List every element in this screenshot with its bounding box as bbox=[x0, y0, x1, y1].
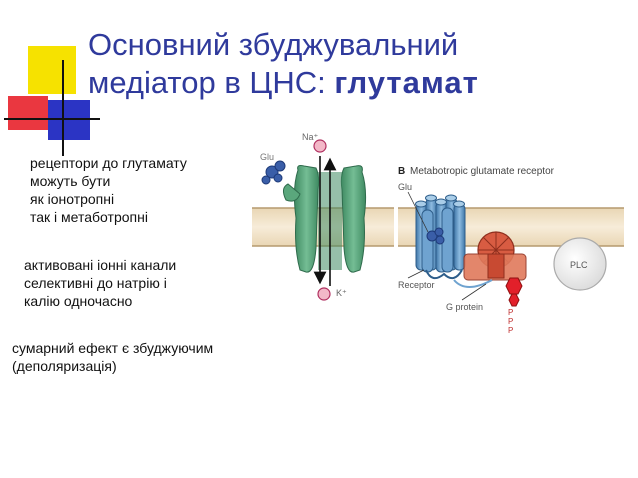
g-protein-label: G protein bbox=[446, 302, 483, 312]
p-label: P bbox=[508, 317, 513, 326]
plc-enzyme bbox=[553, 237, 607, 291]
channels-line: калію одночасно bbox=[24, 293, 133, 309]
k-label: K⁺ bbox=[336, 288, 347, 298]
glu-label-b: Glu bbox=[398, 182, 412, 192]
glutamate-receptors-diagram: Glu Na⁺ K⁺ B Metabotropic glutamate rece… bbox=[252, 132, 624, 335]
na-label: Na⁺ bbox=[302, 132, 319, 142]
channel-subunit-left bbox=[293, 165, 320, 273]
title-line-1: Основний збуджувальний bbox=[88, 27, 459, 62]
receptors-line: можуть бути bbox=[30, 173, 111, 189]
glu-molecule-a bbox=[261, 160, 286, 185]
metabotropic-panel: B Metabotropic glutamate receptor G bbox=[398, 166, 624, 335]
receptor-label: Receptor bbox=[398, 280, 435, 290]
effect-line: сумарний ефект є збуджуючим bbox=[12, 340, 214, 356]
glu-molecule-b bbox=[426, 227, 445, 245]
g-protein-link bbox=[453, 279, 493, 288]
effect-line: (деполяризація) bbox=[12, 358, 117, 374]
receptors-line: як іонотропні bbox=[30, 191, 115, 207]
channels-point: активовані іонні канали селективні до на… bbox=[24, 256, 176, 310]
channel-subunit-right bbox=[340, 165, 367, 273]
plc-label: PLC bbox=[570, 260, 588, 270]
title-line-2-bold: глутамат bbox=[334, 65, 479, 100]
g-protein bbox=[463, 231, 527, 281]
deco-red-square bbox=[8, 96, 48, 130]
k-ion bbox=[317, 287, 331, 301]
receptors-line: так і метаботропні bbox=[30, 209, 148, 225]
p-label: P bbox=[508, 326, 513, 335]
effect-point: сумарний ефект є збуджуючим (деполяризац… bbox=[12, 339, 213, 375]
page-title: Основний збуджувальний медіатор в ЦНС: г… bbox=[88, 26, 628, 102]
glu-label-a: Glu bbox=[260, 152, 274, 162]
panel-b-letter: B bbox=[398, 166, 405, 177]
title-line-2-prefix: медіатор в ЦНС: bbox=[88, 65, 335, 100]
receptors-point: рецептори до глутамату можуть бути як іо… bbox=[30, 154, 187, 226]
panel-b-title: Metabotropic glutamate receptor bbox=[410, 166, 555, 177]
title-line-2: медіатор в ЦНС: глутамат bbox=[88, 64, 628, 102]
deco-yellow-square bbox=[28, 46, 76, 94]
receptor-pointer bbox=[407, 269, 425, 279]
nucleotide-shape bbox=[505, 277, 523, 307]
glu-pointer-b bbox=[407, 191, 429, 233]
receptor-intracellular-loop bbox=[425, 269, 463, 280]
na-ion bbox=[313, 139, 327, 153]
receptors-line: рецептори до глутамату bbox=[30, 155, 187, 171]
channel-glu-site bbox=[282, 183, 301, 202]
channels-line: селективні до натрію і bbox=[24, 275, 167, 291]
channels-line: активовані іонні канали bbox=[24, 257, 177, 273]
deco-blue-square bbox=[48, 100, 90, 140]
ionotropic-panel: Glu Na⁺ K⁺ bbox=[252, 132, 394, 301]
deco-vertical-line bbox=[62, 60, 64, 156]
g-protein-pointer bbox=[461, 283, 487, 301]
deco-horizontal-line bbox=[4, 118, 100, 120]
p-label: P bbox=[508, 308, 513, 317]
